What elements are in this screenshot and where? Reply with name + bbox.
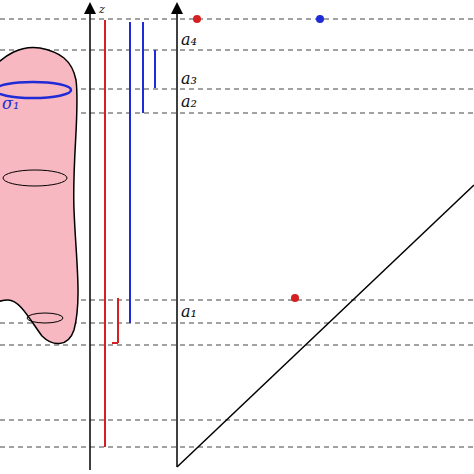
surface-shape <box>0 47 78 343</box>
diagram-point <box>193 15 201 23</box>
level-label: a₂ <box>179 94 199 110</box>
level-label: a₃ <box>179 71 199 87</box>
level-set <box>3 170 67 186</box>
barcode <box>105 20 155 447</box>
level-set <box>27 313 63 323</box>
height-axis <box>89 8 91 470</box>
level-label: a₄ <box>179 32 199 48</box>
diagonal <box>177 185 474 467</box>
diagram-point <box>291 294 299 302</box>
cycle-label: σ₁ <box>0 96 21 112</box>
axis-label: z <box>97 4 107 15</box>
death-axis <box>176 8 178 467</box>
diagram-point <box>316 15 324 23</box>
level-label: a₁ <box>179 304 199 320</box>
